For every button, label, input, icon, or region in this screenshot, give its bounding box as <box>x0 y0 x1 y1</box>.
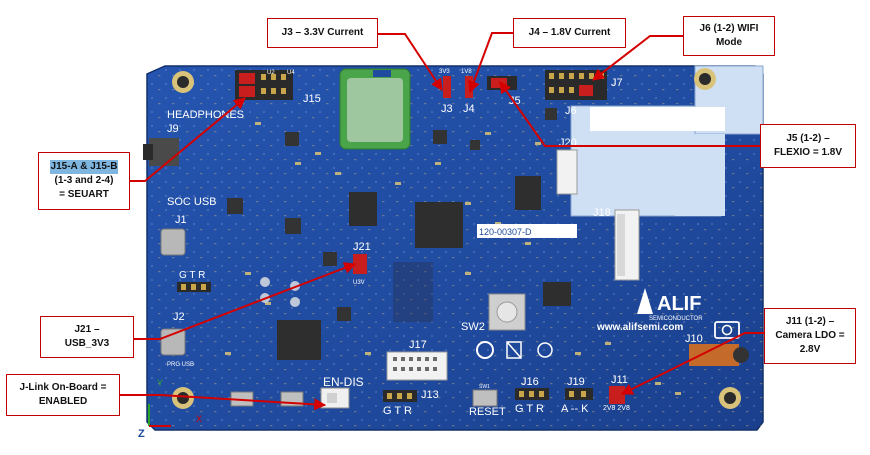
silk-j11-pins: 2V8 2V8 <box>603 405 630 412</box>
camera-flex-j10 <box>689 344 739 366</box>
silk-u3v: U3V <box>353 280 365 286</box>
callout-j21: J21 – USB_3V3 <box>40 316 134 358</box>
callout-jlink: J-Link On-Board = ENABLED <box>6 374 120 416</box>
alif-logo-icon <box>637 288 653 314</box>
silk-j15: J15 <box>303 93 321 105</box>
axis-x-label: X <box>196 414 203 424</box>
callout-j11: J11 (1-2) – Camera LDO = 2.8V <box>764 308 856 364</box>
silk-brand: ALIF <box>657 293 701 315</box>
connector-j20 <box>556 149 578 195</box>
usb-soc-connector <box>160 228 186 256</box>
silk-j7: J7 <box>611 77 623 89</box>
reset-button <box>472 389 498 407</box>
header-j16 <box>515 388 549 400</box>
axis-indicator <box>148 404 171 427</box>
silk-sw2: SW2 <box>461 321 485 333</box>
silk-j11: J11 <box>611 374 628 386</box>
jumper-j21 <box>353 254 367 274</box>
silk-sw1: SW1 <box>479 384 490 390</box>
callout-j21-line1: J21 – <box>74 324 100 335</box>
label-sticker <box>590 107 725 131</box>
callout-j5-line1: J5 (1-2) – <box>786 133 830 144</box>
header-j19 <box>565 388 593 400</box>
silk-gtr-j16: G T R <box>515 403 544 415</box>
callout-j6-line2: Mode <box>715 37 743 48</box>
silk-u2: U2 <box>267 70 275 76</box>
callout-j3: J3 – 3.3V Current <box>267 18 378 48</box>
jumper-j3 <box>443 76 451 98</box>
callout-j4-text: J4 – 1.8V Current <box>528 27 611 38</box>
silk-j3: J3 <box>441 103 453 115</box>
silk-gtr-left: G T R <box>179 270 205 281</box>
silk-1v8: 1V8 <box>461 69 472 75</box>
silk-j2: J2 <box>173 311 185 323</box>
silk-a-k: A -- K <box>561 403 589 415</box>
camera-icon <box>714 321 740 339</box>
silk-prg-usb: PRG USB <box>167 362 194 368</box>
silk-j10: J10 <box>685 333 703 345</box>
silk-headphones: HEADPHONES <box>167 109 244 121</box>
silk-3v3: 3V3 <box>439 69 450 75</box>
connector-j17 <box>386 351 448 381</box>
axis-y-label: Y <box>157 378 164 388</box>
silk-j19: J19 <box>567 376 585 388</box>
axis-z-label: Z <box>138 428 145 440</box>
silk-j21: J21 <box>353 241 371 253</box>
header-gtr-left <box>177 282 211 292</box>
silk-website: www.alifsemi.com <box>596 322 683 333</box>
callout-j11-line2: Camera LDO = <box>775 330 845 341</box>
callout-jlink-line2: ENABLED <box>38 396 88 407</box>
silk-j16: J16 <box>521 376 539 388</box>
silk-reset: RESET <box>469 406 506 418</box>
header-j13 <box>383 390 417 402</box>
silk-soc-usb: SOC USB <box>167 196 217 208</box>
silk-j9: J9 <box>167 123 179 135</box>
silk-gtr-bottom: G T R <box>383 405 412 417</box>
mounting-holes <box>172 68 741 409</box>
callout-j5: J5 (1-2) – FLEXIO = 1.8V <box>760 124 856 168</box>
callout-jlink-line1: J-Link On-Board = <box>19 382 107 393</box>
silk-en-dis: EN-DIS <box>323 375 364 389</box>
callout-j6: J6 (1-2) WIFI Mode <box>683 16 775 56</box>
callout-j6-line1: J6 (1-2) WIFI <box>699 23 759 34</box>
silk-j4: J4 <box>463 103 475 115</box>
callout-j5-line2: FLEXIO = 1.8V <box>773 147 843 158</box>
silk-part-number: 120-00307-D <box>479 227 532 237</box>
callout-j3-text: J3 – 3.3V Current <box>281 27 364 38</box>
callout-j15: J15-A & J15-B (1-3 and 2-4) = SEUART <box>38 152 130 210</box>
silk-j18: J18 <box>593 207 611 219</box>
callout-j21-line2: USB_3V3 <box>64 338 110 349</box>
pcb-board: HEADPHONES J9 J15 U2 U4 SOC USB J1 G T R… <box>143 65 764 431</box>
callout-j15-line3: = SEUART <box>59 189 109 200</box>
callout-j15-highlight: J15-A & J15-B <box>49 160 119 174</box>
callout-j4: J4 – 1.8V Current <box>513 18 626 48</box>
callout-j15-line1: J15-A & J15-B <box>49 160 119 174</box>
header-j15 <box>235 70 293 100</box>
callout-j11-line1: J11 (1-2) – <box>785 316 835 327</box>
silk-j17: J17 <box>409 339 427 351</box>
headphone-jack <box>149 138 179 166</box>
silk-u4: U4 <box>287 70 295 76</box>
silk-j6: J6 <box>565 105 577 117</box>
callout-j15-line2: (1-3 and 2-4) <box>54 175 114 186</box>
silk-j13: J13 <box>421 389 439 401</box>
silk-j1: J1 <box>175 214 187 226</box>
silk-brand-sub: SEMICONDUCTOR <box>649 316 703 322</box>
silk-j5: J5 <box>509 95 521 107</box>
jlink-chip <box>277 320 321 360</box>
main-soc-chip <box>415 202 463 248</box>
callout-j11-line3: 2.8V <box>799 344 821 355</box>
